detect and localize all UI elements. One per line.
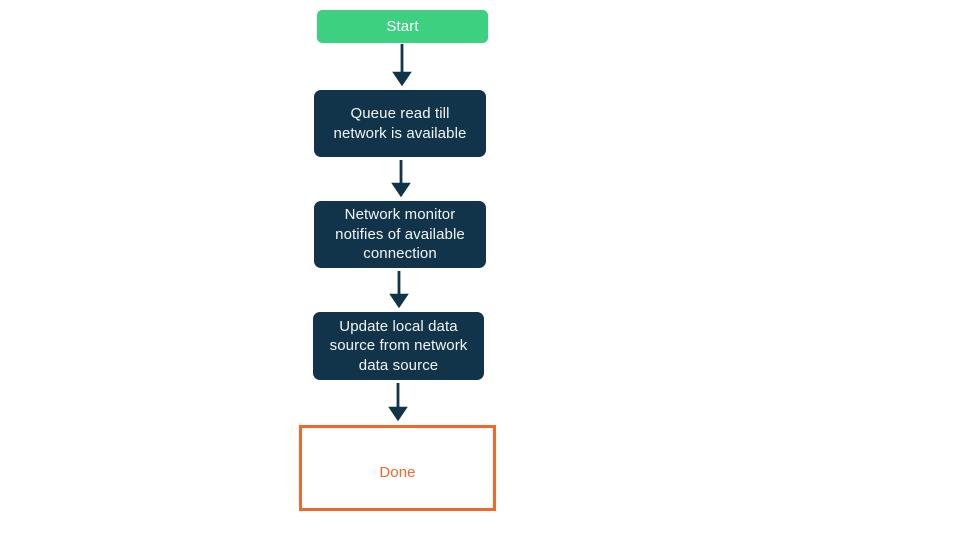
node-network-monitor-label: Network monitor notifies of available co… xyxy=(335,206,465,263)
node-network-monitor[interactable]: Network monitor notifies of available co… xyxy=(314,201,486,268)
node-done-label: Done xyxy=(379,464,416,481)
node-update-local[interactable]: Update local data source from network da… xyxy=(313,312,484,380)
node-start-label: Start xyxy=(386,17,419,35)
node-start[interactable]: Start xyxy=(317,10,488,43)
node-update-local-label: Update local data source from network da… xyxy=(329,317,468,374)
node-queue-read-label: Queue read till network is available xyxy=(333,105,467,142)
node-done[interactable]: Done xyxy=(299,425,496,511)
node-queue-read[interactable]: Queue read till network is available xyxy=(314,90,486,157)
